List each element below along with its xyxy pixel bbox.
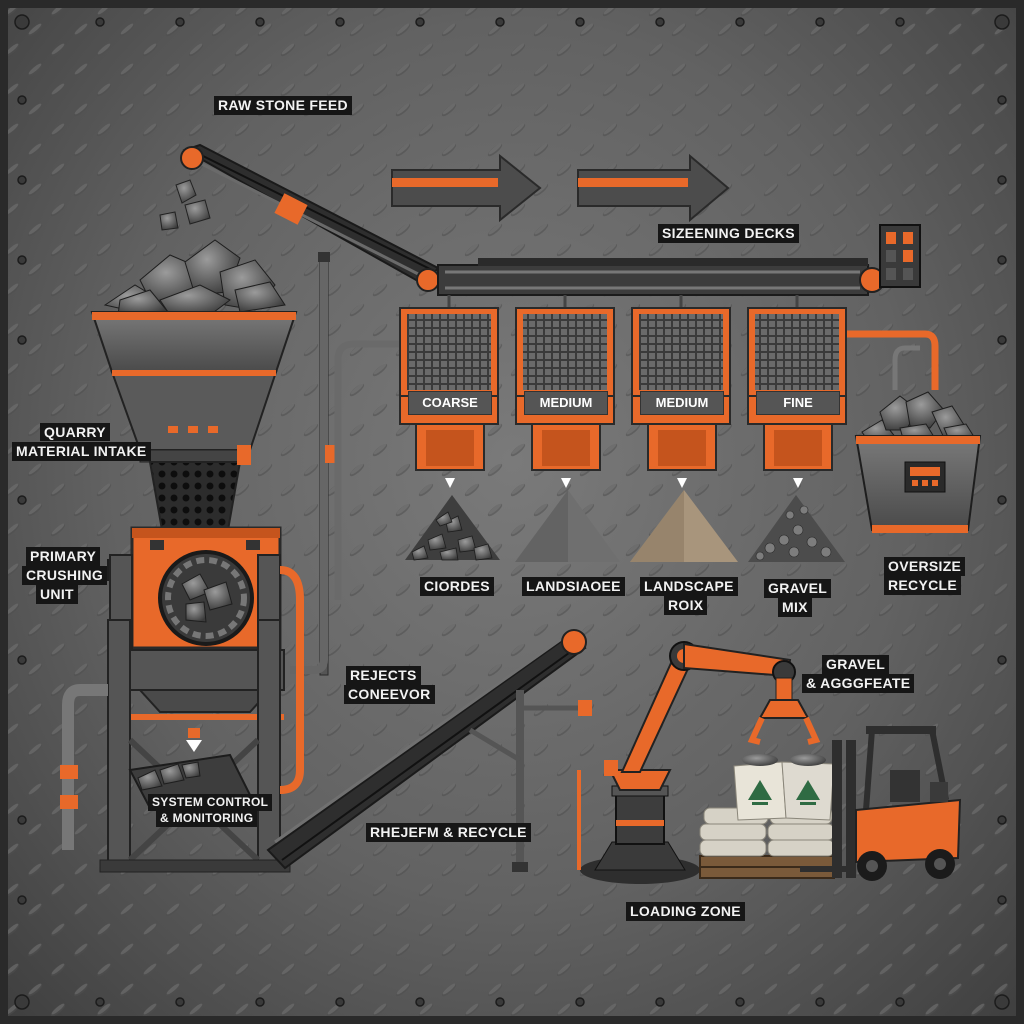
screening-rail — [437, 224, 939, 390]
flow-arrow-1 — [391, 153, 542, 223]
label-raw-stone-feed: RAW STONE FEED — [214, 96, 352, 115]
label-oversize-2: RECYCLE — [884, 576, 961, 595]
deck-label-medium-2: MEDIUM — [640, 391, 724, 415]
product-label-4b: MIX — [778, 598, 812, 617]
rivets — [14, 14, 1010, 1010]
deck-coarse — [399, 295, 499, 488]
pile-coarse — [405, 495, 500, 561]
intake-hopper — [90, 239, 298, 531]
crusher-unit — [60, 445, 339, 873]
oversize-bin — [854, 391, 982, 533]
pile-landscape-2 — [630, 490, 738, 562]
label-screening-decks: SIZEENING DECKS — [658, 224, 799, 243]
pile-gravel — [748, 495, 845, 562]
bulk-bags — [699, 754, 835, 879]
flow-arrow-2 — [577, 153, 730, 223]
label-loading-zone: LOADING ZONE — [626, 902, 745, 921]
label-primary-2: CRUSHING — [22, 566, 108, 585]
label-gravel-agg-2: & AGGGFEATE — [802, 674, 915, 693]
robotic-arm — [577, 641, 821, 884]
deck-label-coarse: COARSE — [408, 391, 492, 415]
label-system-control-2: & MONITORING — [156, 810, 258, 827]
rejects-conveyor — [266, 628, 592, 872]
product-label-3b: ROIX — [664, 596, 708, 615]
label-reject-recycle: RHEJEFM & RECYCLE — [366, 823, 531, 842]
label-primary-3: UNIT — [36, 585, 78, 604]
deck-label-medium-1: MEDIUM — [524, 391, 608, 415]
label-oversize-1: OVERSIZE — [884, 557, 966, 576]
label-quarry-2: MATERIAL INTAKE — [12, 442, 151, 461]
label-system-control-1: SYSTEM CONTROL — [148, 794, 273, 811]
falling-rocks — [159, 179, 211, 231]
label-quarry-1: QUARRY — [40, 423, 110, 441]
product-label-1: CIORDES — [420, 577, 494, 596]
deck-label-fine: FINE — [756, 391, 840, 415]
label-gravel-agg-1: GRAVEL — [822, 655, 890, 674]
forklift — [800, 726, 962, 881]
product-label-4a: GRAVEL — [764, 579, 832, 598]
pipe-to-decks — [334, 340, 400, 600]
label-primary-1: PRIMARY — [26, 547, 101, 566]
product-label-3a: LANDSCAPE — [640, 577, 738, 596]
pile-landscape-1 — [515, 490, 620, 562]
product-label-2: LANDSIAOEE — [522, 577, 625, 596]
hopper-rock-pile — [103, 239, 286, 316]
label-rejects-2: CONEEVOR — [344, 685, 435, 704]
label-rejects-1: REJECTS — [346, 666, 421, 685]
